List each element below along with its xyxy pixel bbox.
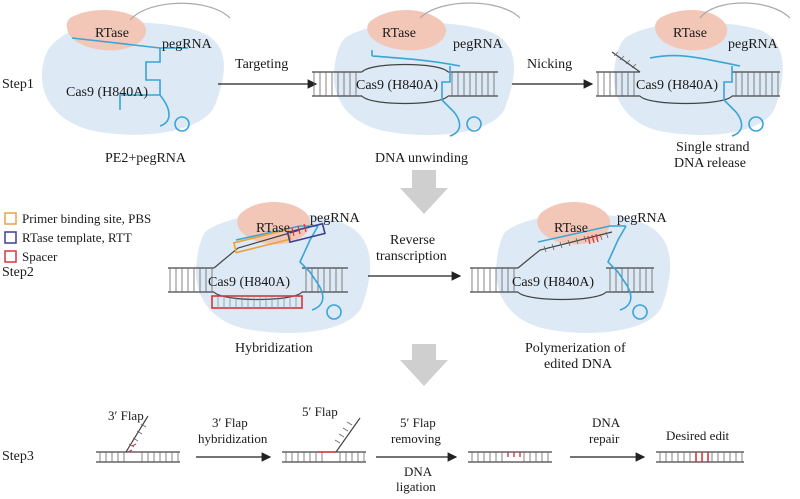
step2-panel-hybridization: RTase pegRNA Cas9 (H840A) Hybridization [168,201,371,356]
step1-label: Step1 [2,77,34,92]
legend-pbs-swatch [4,212,17,225]
cas9-blob-2 [333,22,514,135]
pegrna-strand-2 [441,66,461,137]
legend-spacer-swatch [4,250,17,263]
reverse-label-line2: transcription [376,249,447,264]
linker-line-2 [419,2,521,19]
step1-panel-pe2: RTase pegRNA Cas9 (H840A) PE2+pegRNA [41,2,231,166]
3prime-flap-label: 3′ Flap [108,408,144,423]
pegrna-loop-2 [466,116,482,132]
step1-panel-nicking: RTase pegRNA Cas9 (H840A) Single strand … [596,2,791,171]
pegrna-label-3: pegRNA [728,37,779,52]
pegrna-loop [174,116,190,132]
cas9-label-5: Cas9 (H840A) [512,275,594,290]
step2-label: Step2 [2,265,34,280]
nicking-label: Nicking [527,57,572,72]
linker-line-3 [699,2,791,19]
pegrna-strand [71,37,188,127]
pegrna-strand-3 [723,66,743,137]
cas9-blob [41,22,224,135]
spacer-box [211,295,303,309]
step2-panel-polymerization: RTase pegRNA Cas9 (H840A) Polymerization… [470,201,671,372]
legend: Primer binding site, PBS RTase template,… [4,211,151,264]
rtase-label-2: RTase [382,26,416,41]
5prime-flap-label: 5′ Flap [302,404,338,419]
legend-pbs-label: Primer binding site, PBS [22,211,151,226]
legend-spacer-label: Spacer [22,249,58,264]
dna-ligation-line1: DNA [404,464,433,479]
step3-5flap-dna: 5′ Flap [282,404,366,463]
cas9-label-2: Cas9 (H840A) [356,78,438,93]
step3-edited-dna: Desired edit [656,428,744,463]
pegrna-label: pegRNA [162,37,213,52]
pegrna-strand-5 [537,225,632,311]
targeting-label: Targeting [235,57,288,72]
3flap-hyb-line2: hybridization [198,431,268,446]
down-arrow-1 [400,170,448,214]
dna-repair-line1: DNA [592,415,621,430]
rtase-blob-2 [367,9,447,51]
panel3-caption-line1: Single strand [676,140,750,155]
step1-panel-unwinding: RTase pegRNA Cas9 (H840A) DNA unwinding [312,2,521,166]
legend-rtt-label: RTase template, RTT [22,230,132,245]
cas9-blob-5 [495,213,671,333]
3flap-hyb-line1: 3′ Flap [212,415,248,430]
polymerization-caption-line2: edited DNA [544,357,613,372]
desired-edit-label: Desired edit [666,428,730,443]
cas9-label-3: Cas9 (H840A) [636,78,718,93]
rtase-label-4: RTase [256,221,290,236]
dna-ligation-line2: ligation [396,479,436,494]
dna-duplex-3 [596,51,780,105]
5flap-removing-line1: 5′ Flap [400,415,436,430]
panel1-caption: PE2+pegRNA [105,151,187,166]
reverse-label-line1: Reverse [390,233,435,248]
rtase-label: RTase [95,26,129,41]
rtase-label-3: RTase [673,26,707,41]
step3-ligated-dna [468,451,552,463]
hybridization-caption: Hybridization [235,341,313,356]
step3-3flap-dna: 3′ Flap [96,408,180,463]
rtase-label-5: RTase [554,221,588,236]
pegrna-loop-5 [632,304,648,320]
dna-duplex-4 [168,229,348,301]
panel3-caption-line2: DNA release [674,156,746,171]
step3-label: Step3 [2,449,34,464]
pegrna-label-4: pegRNA [310,211,361,226]
5flap-removing-line2: removing [391,431,441,446]
pegrna-label-5: pegRNA [617,211,668,226]
linker-line [129,2,231,21]
pbs-box [232,228,292,254]
pegrna-loop-3 [748,116,764,132]
cas9-label-4: Cas9 (H840A) [208,275,290,290]
rtase-blob-3 [655,9,728,51]
pegrna-label-2: pegRNA [453,37,504,52]
dna-repair-line2: repair [589,431,620,446]
down-arrow-2 [400,344,448,386]
cas9-blob-3 [613,22,783,135]
legend-rtt-swatch [4,231,17,244]
panel2-caption: DNA unwinding [375,151,468,166]
edit-marks-rtt [291,223,307,237]
cas9-blob-4 [195,213,371,333]
rtase-blob-4 [237,201,311,245]
polymerization-caption-line1: Polymerization of [525,341,626,356]
dna-duplex-2 [312,50,498,105]
cas9-label: Cas9 (H840A) [66,85,148,100]
pegrna-loop-4 [326,304,342,320]
rtase-blob-5 [537,201,611,245]
dna-duplex-5 [470,231,654,301]
